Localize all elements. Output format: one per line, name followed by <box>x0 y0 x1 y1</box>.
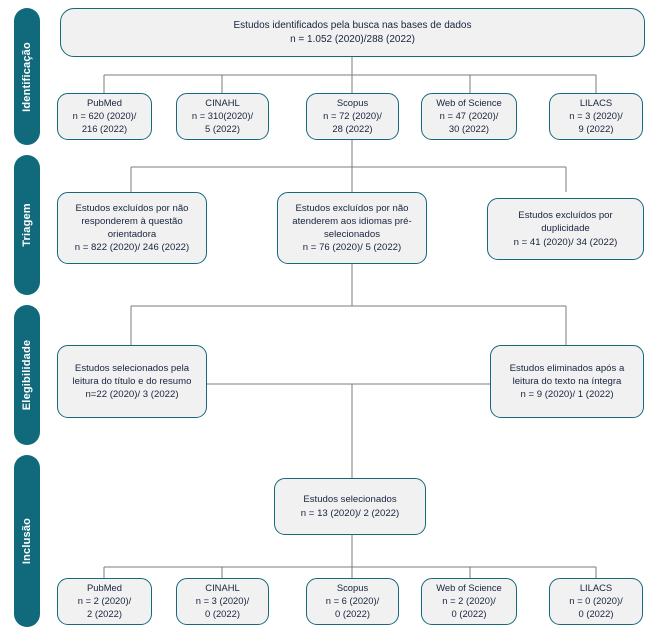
node-inclusion-lilacs-text: LILACS n = 0 (2020)/ 0 (2022) <box>569 582 623 619</box>
node-identification-scopus-text: Scopus n = 72 (2020)/ 28 (2022) <box>323 97 382 134</box>
node-inclusion-pubmed: PubMed n = 2 (2020)/ 2 (2022) <box>57 578 152 625</box>
node-identification-cinahl-text: CINAHL n = 310(2020)/ 5 (2022) <box>191 97 254 134</box>
node-identification-lilacs-text: LILACS n = 3 (2020)/ 9 (2022) <box>569 97 623 134</box>
node-total-identified: Estudos identificados pela busca nas bas… <box>60 8 645 57</box>
node-inclusion-cinahl-text: CINAHL n = 3 (2020)/ 0 (2022) <box>195 582 250 619</box>
node-excluded-not-answering-question-text: Estudos excluídos por não responderem à … <box>74 202 190 254</box>
node-identification-scopus: Scopus n = 72 (2020)/ 28 (2022) <box>306 93 399 140</box>
stage-pill-identificacao: Identificação <box>14 8 40 145</box>
node-excluded-language-text: Estudos excluídos por não atenderem aos … <box>292 202 412 254</box>
stage-label-inclusao: Inclusão <box>21 517 34 565</box>
node-selected-title-abstract: Estudos selecionados pela leitura do tít… <box>57 345 207 418</box>
node-inclusion-lilacs: LILACS n = 0 (2020)/ 0 (2022) <box>549 578 643 625</box>
stage-label-identificacao: Identificação <box>21 41 33 112</box>
node-identification-pubmed: PubMed n = 620 (2020)/ 216 (2022) <box>57 93 152 140</box>
node-identification-lilacs: LILACS n = 3 (2020)/ 9 (2022) <box>549 93 643 140</box>
node-eliminated-full-text-text: Estudos eliminados após a leitura do tex… <box>509 362 625 401</box>
stage-label-elegibilidade: Elegibilidade <box>21 339 34 411</box>
node-excluded-duplicates: Estudos excluídos por duplicidade n = 41… <box>487 198 644 260</box>
node-inclusion-cinahl: CINAHL n = 3 (2020)/ 0 (2022) <box>176 578 269 625</box>
node-identification-web-of-science-text: Web of Science n = 47 (2020)/ 30 (2022) <box>436 97 502 134</box>
node-inclusion-scopus: Scopus n = 6 (2020)/ 0 (2022) <box>306 578 399 625</box>
node-inclusion-scopus-text: Scopus n = 6 (2020)/ 0 (2022) <box>325 582 380 619</box>
node-final-selected-studies-text: Estudos selecionados n = 13 (2020)/ 2 (2… <box>300 494 400 519</box>
node-inclusion-web-of-science-text: Web of Science n = 2 (2020)/ 0 (2022) <box>436 582 502 619</box>
node-identification-cinahl: CINAHL n = 310(2020)/ 5 (2022) <box>176 93 269 140</box>
node-excluded-language: Estudos excluídos por não atenderem aos … <box>277 192 427 264</box>
node-eliminated-full-text: Estudos eliminados após a leitura do tex… <box>490 345 644 418</box>
node-identification-web-of-science: Web of Science n = 47 (2020)/ 30 (2022) <box>421 93 517 140</box>
node-excluded-duplicates-text: Estudos excluídos por duplicidade n = 41… <box>513 210 618 248</box>
node-total-identified-text: Estudos identificados pela busca nas bas… <box>233 19 472 45</box>
node-identification-pubmed-text: PubMed n = 620 (2020)/ 216 (2022) <box>72 97 137 134</box>
node-final-selected-studies: Estudos selecionados n = 13 (2020)/ 2 (2… <box>274 478 426 535</box>
stage-pill-elegibilidade: Elegibilidade <box>14 305 40 445</box>
node-inclusion-pubmed-text: PubMed n = 2 (2020)/ 2 (2022) <box>77 582 132 619</box>
stage-label-triagem: Triagem <box>21 203 33 247</box>
stage-pill-triagem: Triagem <box>14 155 40 295</box>
node-inclusion-web-of-science: Web of Science n = 2 (2020)/ 0 (2022) <box>421 578 517 625</box>
stage-pill-inclusao: Inclusão <box>14 455 40 627</box>
node-selected-title-abstract-text: Estudos selecionados pela leitura do tít… <box>72 362 192 401</box>
node-excluded-not-answering-question: Estudos excluídos por não responderem à … <box>57 192 207 264</box>
